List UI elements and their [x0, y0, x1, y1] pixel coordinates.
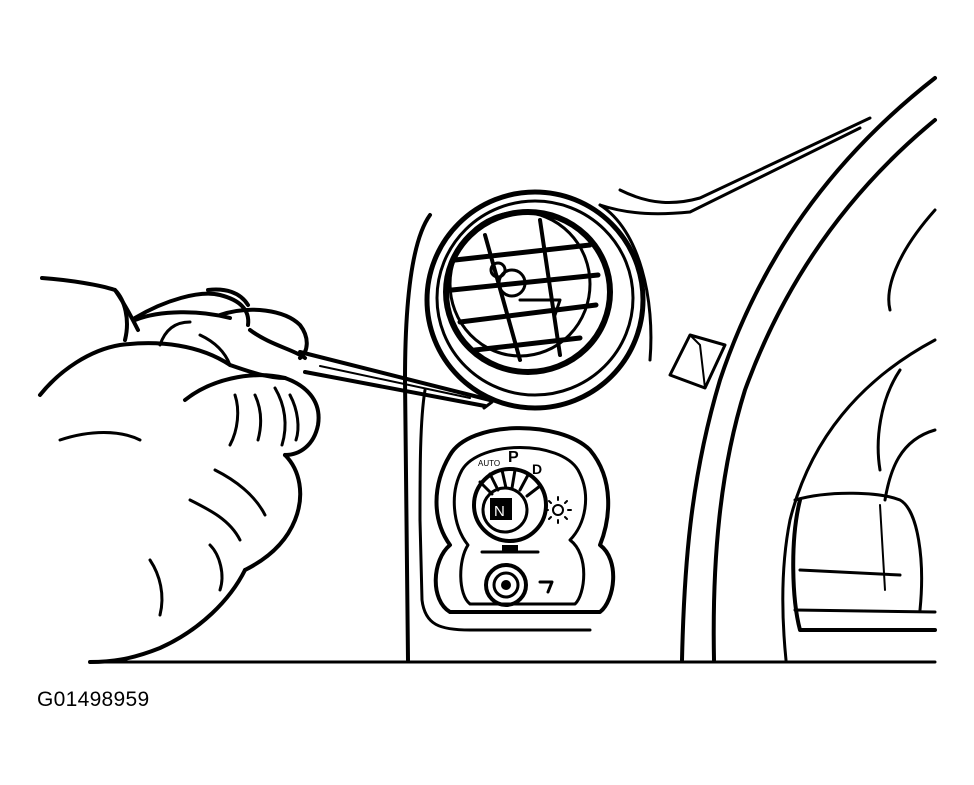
dimmer-button: [480, 545, 554, 607]
air-vent: [424, 189, 646, 411]
screwdriver: [133, 310, 494, 410]
headlamp-switch: N AUTO P D: [433, 426, 616, 614]
dash-clip-tab: [668, 333, 727, 390]
light-symbol: [544, 496, 572, 524]
dashboard-panel: [88, 76, 937, 664]
rotary-knob: N: [472, 467, 548, 543]
knob-mark: N: [494, 503, 505, 520]
park-mark: P: [508, 449, 519, 466]
trim-bezel: [403, 203, 653, 662]
glove-box-panel: [791, 491, 937, 632]
headlamp-mark: D: [532, 461, 542, 477]
figure-id-label: G01498959: [37, 688, 150, 711]
hand: [38, 276, 321, 664]
auto-mark: AUTO: [478, 459, 500, 468]
